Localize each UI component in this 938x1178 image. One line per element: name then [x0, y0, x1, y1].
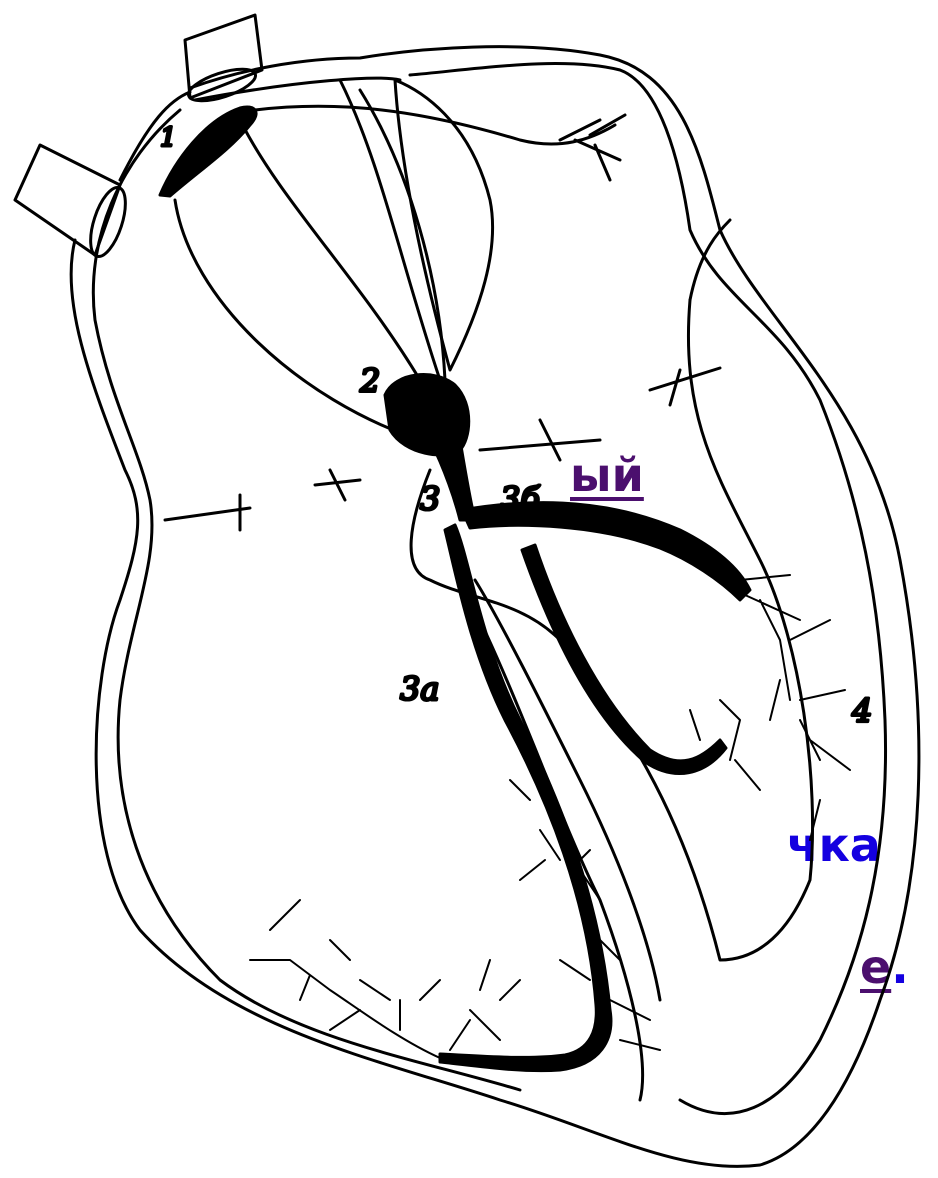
atrial-septum-line-2	[240, 120, 420, 380]
label-bundle: 3	[420, 480, 440, 518]
label-left-branch: 3б	[500, 480, 540, 518]
label-purkinje: 4	[851, 692, 872, 730]
atrial-septum-line-1	[175, 200, 420, 440]
label-sinoatrial-node: 1	[160, 123, 177, 153]
label-av-node: 2	[359, 362, 380, 400]
right-bundle-branch	[440, 525, 611, 1071]
left-ventricle-wall	[690, 220, 730, 300]
label-right-branch: 3а	[400, 670, 439, 708]
left-posterior-fascicle	[522, 545, 726, 773]
heart-outer-outline	[71, 47, 919, 1167]
left-atrium-wall	[395, 80, 493, 370]
left-wall-inner	[93, 110, 520, 1090]
atrial-septum-line-4	[360, 90, 445, 380]
